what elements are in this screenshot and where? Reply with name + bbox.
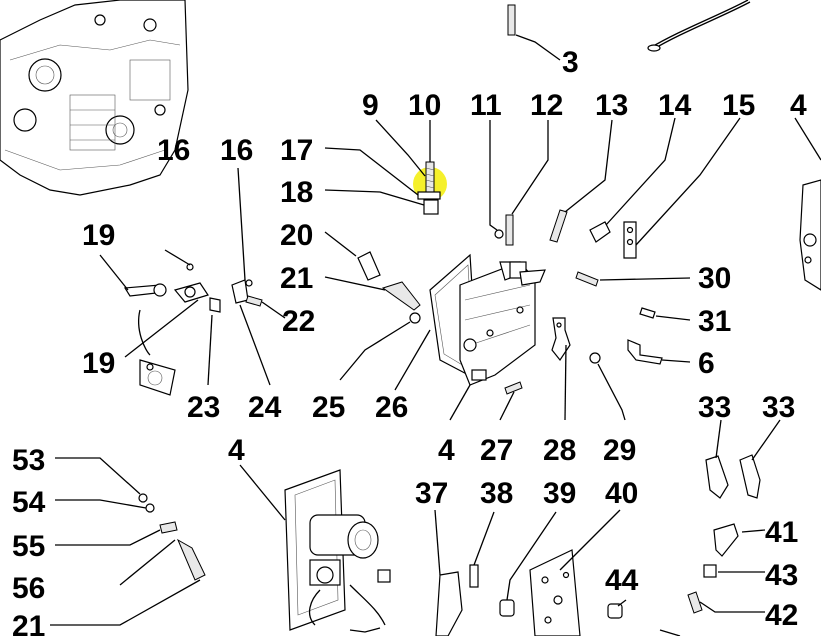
leader-4-mid	[449, 384, 471, 421]
callout-12: 12	[530, 89, 563, 122]
part-4-cover-right	[794, 117, 821, 291]
callout-28: 28	[543, 434, 576, 467]
part-13-bolt	[549, 119, 613, 243]
callout-41: 41	[765, 516, 798, 549]
callout-42: 42	[765, 599, 798, 632]
part-4-pump-assembly	[239, 464, 391, 631]
callout-21b: 21	[12, 610, 45, 636]
part-25-plug	[339, 312, 421, 381]
callout-43: 43	[765, 559, 798, 592]
part-12-bolt	[505, 120, 549, 246]
part-20-sleeve	[324, 231, 381, 281]
callout-38: 38	[480, 477, 513, 510]
callout-6: 6	[698, 347, 715, 380]
callout-4-mid: 4	[438, 434, 455, 467]
callout-14: 14	[658, 89, 692, 122]
callout-9: 9	[362, 89, 379, 122]
callout-30: 30	[698, 262, 731, 295]
callout-21: 21	[280, 262, 313, 295]
callout-56: 56	[12, 572, 45, 605]
part-37-bracket	[434, 509, 463, 636]
part-27-screw	[499, 381, 523, 421]
callout-54: 54	[12, 486, 46, 519]
part-6-bracket	[627, 339, 691, 365]
callout-11: 11	[470, 89, 502, 122]
callout-31: 31	[698, 305, 731, 338]
callout-33a: 33	[698, 391, 731, 424]
callout-37: 37	[415, 477, 448, 510]
callout-10: 10	[408, 89, 441, 122]
part-21-spool	[324, 276, 421, 311]
part-29-nut	[589, 352, 626, 421]
callout-13: 13	[595, 89, 628, 122]
part-41-43-42-fittings	[687, 523, 766, 614]
callout-18: 18	[280, 176, 313, 209]
callout-16a: 16	[157, 134, 190, 167]
part-44-bushing	[607, 599, 627, 619]
leader-26	[394, 329, 431, 391]
callout-16b: 16	[220, 134, 253, 167]
callout-53: 53	[12, 444, 45, 477]
bottom-edge-stub-2	[659, 629, 681, 636]
callout-40: 40	[605, 477, 638, 510]
linkage-assembly	[99, 167, 286, 396]
callout-17: 17	[280, 134, 313, 167]
part-38-sensor	[469, 511, 495, 588]
callout-24: 24	[248, 391, 282, 424]
transmission-housing	[0, 0, 189, 196]
callout-19a: 19	[82, 219, 115, 252]
part-15-bracket	[623, 117, 741, 259]
callout-26: 26	[375, 391, 408, 424]
callout-20: 20	[280, 219, 313, 252]
part-53-56-bottom-left	[50, 457, 206, 626]
callout-22: 22	[282, 305, 315, 338]
valve-body-assembly	[429, 253, 546, 386]
part-14-plug	[589, 117, 676, 243]
part-33-links	[705, 419, 781, 499]
part-28-lever	[551, 317, 571, 421]
callout-15: 15	[722, 89, 755, 122]
callout-3: 3	[562, 46, 579, 79]
part-40-plate	[529, 509, 621, 636]
bottom-edge-stub	[349, 627, 381, 633]
callout-4-left: 4	[228, 434, 245, 467]
part-11-nut	[489, 120, 504, 239]
callout-55: 55	[12, 530, 45, 563]
callout-25: 25	[312, 391, 345, 424]
part-31-screw	[639, 307, 691, 321]
callout-44: 44	[605, 564, 639, 597]
part-30-screw	[575, 271, 691, 287]
callout-4-top: 4	[790, 89, 807, 122]
callout-19b: 19	[82, 347, 115, 380]
callout-39: 39	[543, 477, 576, 510]
callout-23: 23	[187, 391, 220, 424]
part-3-screw	[507, 4, 561, 61]
callout-33b: 33	[762, 391, 795, 424]
callout-29: 29	[603, 434, 636, 467]
part-39-bushing	[499, 511, 557, 617]
control-cable	[647, 0, 751, 52]
callout-27: 27	[480, 434, 513, 467]
part-9-10-fastener-stack	[324, 119, 447, 215]
